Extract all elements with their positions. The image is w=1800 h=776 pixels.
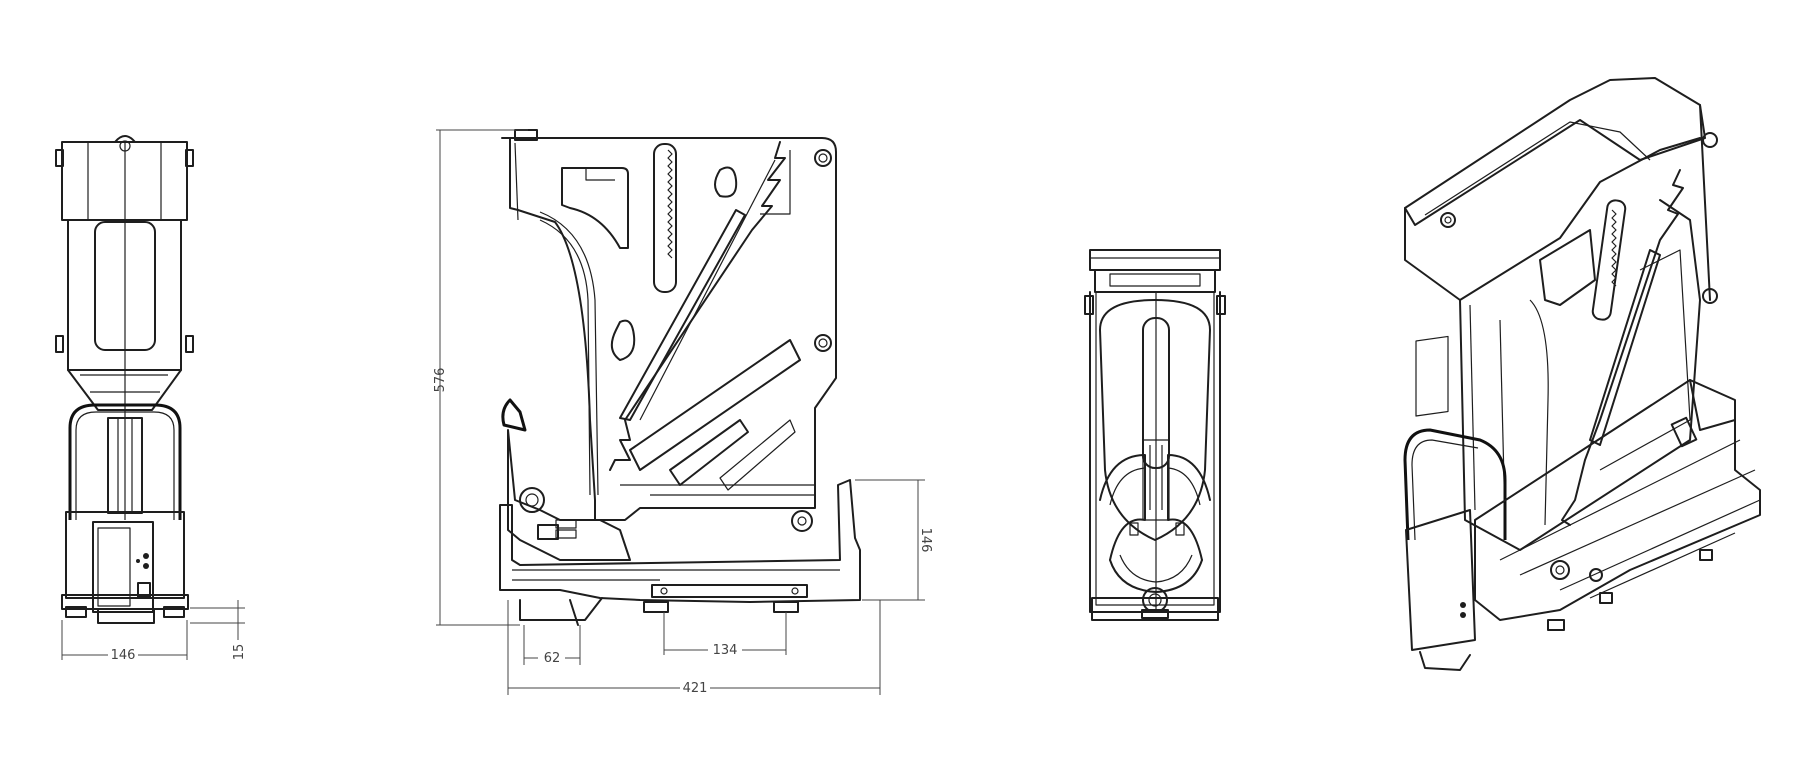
front-handle <box>68 403 182 520</box>
side-window-top <box>561 167 629 249</box>
side-lever <box>501 398 527 432</box>
dim-side-total-width: 421 <box>683 681 708 696</box>
dim-side-foot-spacing: 134 <box>713 643 738 658</box>
side-frame <box>501 137 837 521</box>
dim-side-overhang: 62 <box>544 651 561 666</box>
dim-side-height: 576 <box>433 368 448 393</box>
rear-knob <box>1142 587 1168 613</box>
iso-display-box <box>1405 509 1476 651</box>
dim-front-width: 146 <box>111 648 136 663</box>
front-display-box <box>92 521 154 613</box>
isometric-view <box>1403 77 1761 671</box>
iso-handle <box>1403 428 1507 541</box>
dim-front-foot: 15 <box>232 644 247 661</box>
rear-view <box>1084 249 1226 621</box>
side-diagonal-ramp <box>609 141 786 471</box>
rear-oval-guide <box>1099 299 1211 541</box>
side-view: 576 146 62 134 421 <box>433 129 933 696</box>
iso-top-frame <box>1404 77 1706 226</box>
side-base <box>499 479 861 603</box>
rear-top-bar <box>1089 249 1221 271</box>
iso-body <box>1459 199 1701 551</box>
front-view: 146 15 <box>55 135 247 663</box>
side-rack-slot <box>653 143 677 293</box>
dim-side-base-height: 146 <box>918 528 933 553</box>
iso-base-tray <box>1474 379 1761 621</box>
